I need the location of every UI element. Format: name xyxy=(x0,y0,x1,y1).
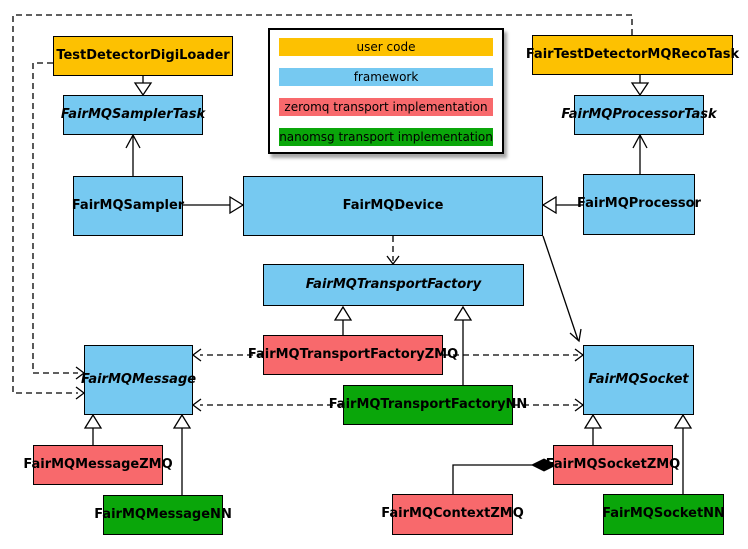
arrowhead-triangle-up xyxy=(453,305,473,321)
dashed-edge-digiloader-to-message xyxy=(32,62,78,374)
legend-item-user-code: user code xyxy=(279,38,493,56)
arrowhead-open xyxy=(632,133,648,149)
edge-device-socket-diagonal xyxy=(542,235,579,341)
arrowhead-triangle-up xyxy=(673,413,693,429)
node-fairmqsocketzmq: FairMQSocketZMQ xyxy=(546,445,680,485)
node-fairmqdevice: FairMQDevice xyxy=(243,176,543,236)
node-fairmqsocketnn: FairMQSocketNN xyxy=(602,494,725,535)
arrowhead-triangle-left xyxy=(541,195,557,215)
legend-item-nanomsg: nanomsg transport implementation xyxy=(279,128,493,146)
node-fairmqtransportfactorynn: FairMQTransportFactoryNN xyxy=(329,385,527,425)
arrowhead-triangle-up xyxy=(83,413,103,429)
arrowhead-triangle-up xyxy=(583,413,603,429)
node-fairmqtransportfactory: FairMQTransportFactory xyxy=(263,264,524,306)
arrowhead-open xyxy=(125,133,141,149)
arrowhead-triangle-down xyxy=(630,82,650,97)
arrowhead-open xyxy=(191,398,202,412)
edge-contextzmq-socketzmq xyxy=(452,464,532,494)
node-fairtestdetectormqrecotask: FairTestDetectorMQRecoTask xyxy=(526,35,739,75)
node-fairmqprocessortask: FairMQProcessorTask xyxy=(561,95,717,135)
node-fairmqsampler: FairMQSampler xyxy=(72,176,184,236)
node-fairmqtransportfactoryzmq: FairMQTransportFactoryZMQ xyxy=(248,335,458,375)
node-fairmqsocket: FairMQSocket xyxy=(583,345,694,415)
node-fairmqmessage: FairMQMessage xyxy=(81,345,196,415)
arrowhead-open xyxy=(191,348,202,362)
legend-item-zeromq: zeromq transport implementation xyxy=(279,98,493,116)
node-fairmqcontextzmq: FairMQContextZMQ xyxy=(381,494,524,535)
node-fairmqprocessor: FairMQProcessor xyxy=(577,174,701,235)
legend-item-framework: framework xyxy=(279,68,493,86)
arrowhead-triangle-down xyxy=(133,82,153,97)
node-fairmqmessagezmq: FairMQMessageZMQ xyxy=(23,445,173,485)
node-fairmqmessagenn: FairMQMessageNN xyxy=(94,495,232,535)
node-testdetectordigiloader: TestDetectorDigiLoader xyxy=(53,36,233,76)
arrowhead-triangle-up xyxy=(333,305,353,321)
arrowhead-open xyxy=(569,328,582,343)
dashed-edge-recotask-to-message xyxy=(12,14,633,394)
node-fairmqsamplertask: FairMQSamplerTask xyxy=(61,95,205,135)
arrowhead-triangle-up xyxy=(172,413,192,429)
legend: user code framework zeromq transport imp… xyxy=(268,28,504,154)
arrowhead-triangle-right xyxy=(229,195,245,215)
